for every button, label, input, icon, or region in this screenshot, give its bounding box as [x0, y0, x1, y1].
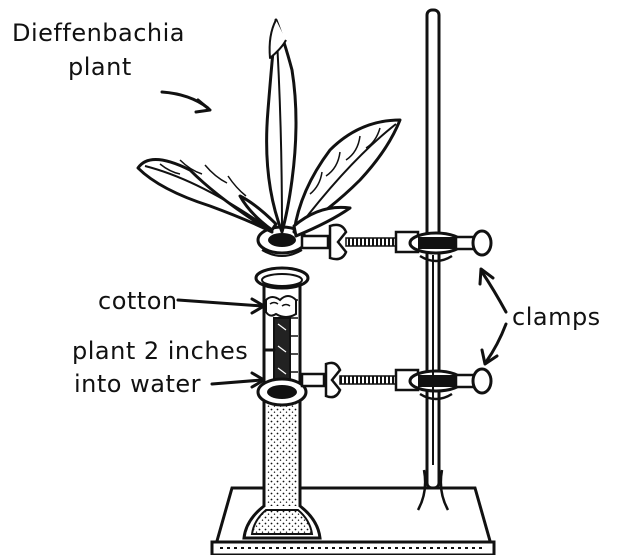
lower-clamp-arm [302, 363, 491, 399]
clamps-label: clamps [512, 304, 601, 330]
cotton-plug [266, 296, 296, 317]
plant-name-line1: Dieffenbachia [12, 20, 185, 46]
lower-clamp-ring [258, 379, 306, 405]
plant-name-line2: plant [68, 54, 132, 80]
upper-clamp-arm [302, 225, 491, 261]
depth-label-line2: into water [74, 371, 201, 397]
depth-label-line1: plant 2 inches [72, 338, 248, 364]
dieffenbachia-leaves [138, 20, 400, 236]
cotton-label: cotton [98, 288, 178, 314]
rod-thread [431, 255, 435, 465]
